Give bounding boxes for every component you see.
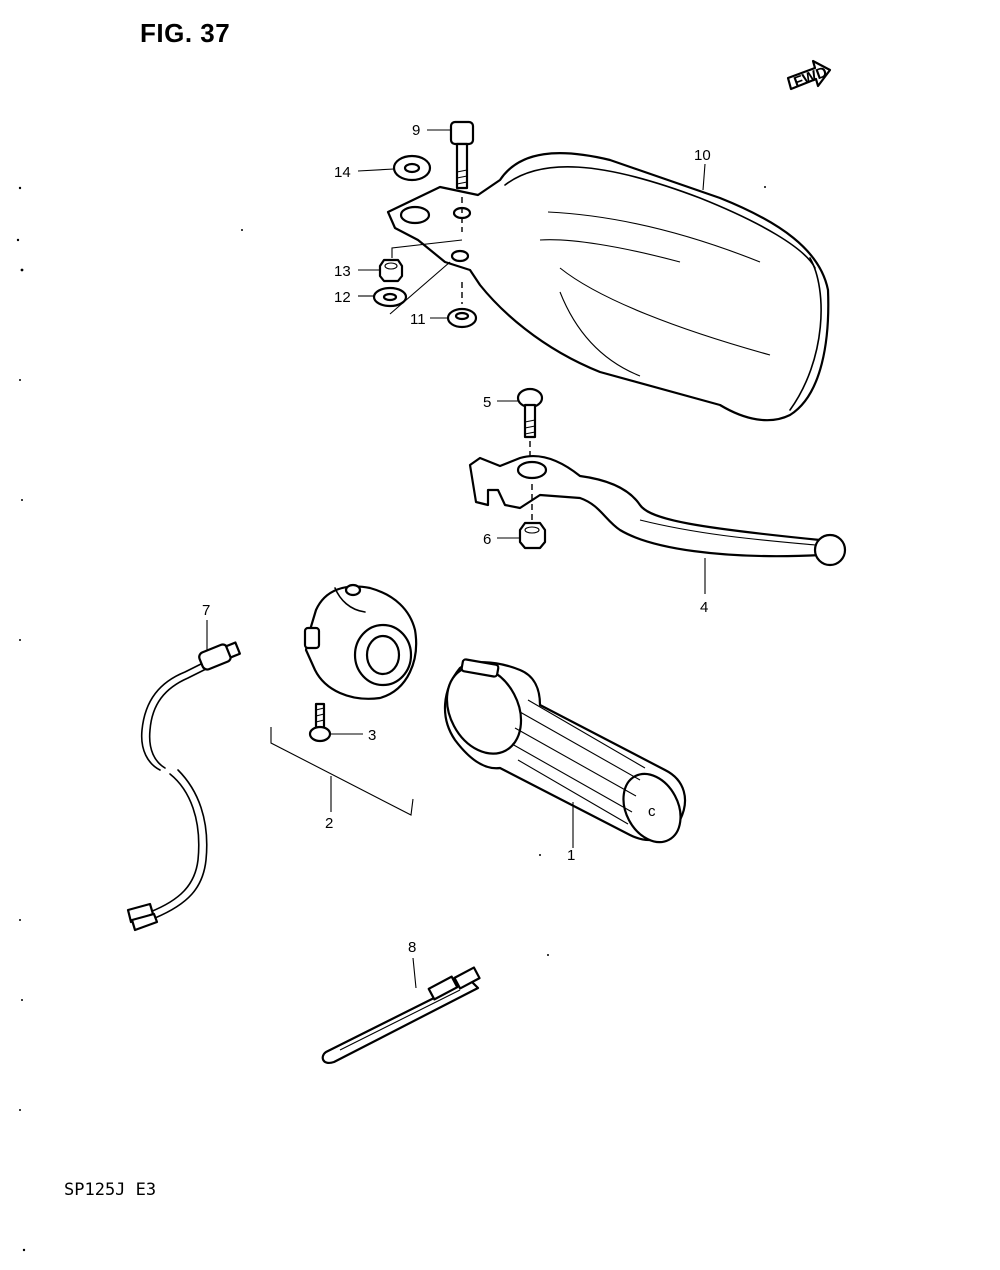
figure-title: FIG. 37: [140, 18, 231, 48]
callout-3: 3: [368, 727, 376, 744]
bolt-part-9: [449, 120, 475, 190]
nut-part-13: [378, 258, 404, 283]
hand-guard: [386, 152, 830, 422]
callout-5: 5: [483, 394, 491, 411]
nut-part-6: [518, 521, 547, 550]
washer-part-12: [372, 286, 408, 308]
bolt-part-5: [516, 387, 544, 439]
callout-11: 11: [410, 311, 426, 328]
callout-7: 7: [202, 602, 210, 619]
grip-part-1: c: [443, 658, 687, 844]
callout-13: 13: [334, 263, 351, 280]
fwd-arrow-icon: FWD: [786, 59, 832, 92]
callout-10: 10: [694, 147, 711, 164]
leader-lines: [206, 129, 706, 989]
callout-9: 9: [412, 122, 420, 139]
lever-part-4: [468, 454, 847, 567]
switch-housing-part-2: [303, 583, 418, 700]
callout-14: 14: [334, 164, 351, 181]
model-code: SP125J E3: [64, 1180, 157, 1200]
wire-harness-part-7: [126, 641, 241, 932]
nut-part-11: [446, 307, 478, 329]
svg-text:c: c: [648, 803, 656, 820]
screw-part-3: [308, 702, 332, 743]
callout-12: 12: [334, 289, 351, 306]
washer-part-14: [392, 154, 432, 182]
callout-2: 2: [325, 815, 333, 832]
callout-4: 4: [700, 599, 708, 616]
callout-6: 6: [483, 531, 491, 548]
fwd-label: FWD: [792, 64, 830, 92]
callout-8: 8: [408, 939, 416, 956]
callout-1: 1: [567, 847, 575, 864]
cable-tie-part-8: [321, 966, 481, 1064]
callout-labels: 1 2 3 4 5 6 7 8 9 10 11 12 13 14: [202, 122, 711, 956]
scan-specks: [16, 186, 766, 1252]
